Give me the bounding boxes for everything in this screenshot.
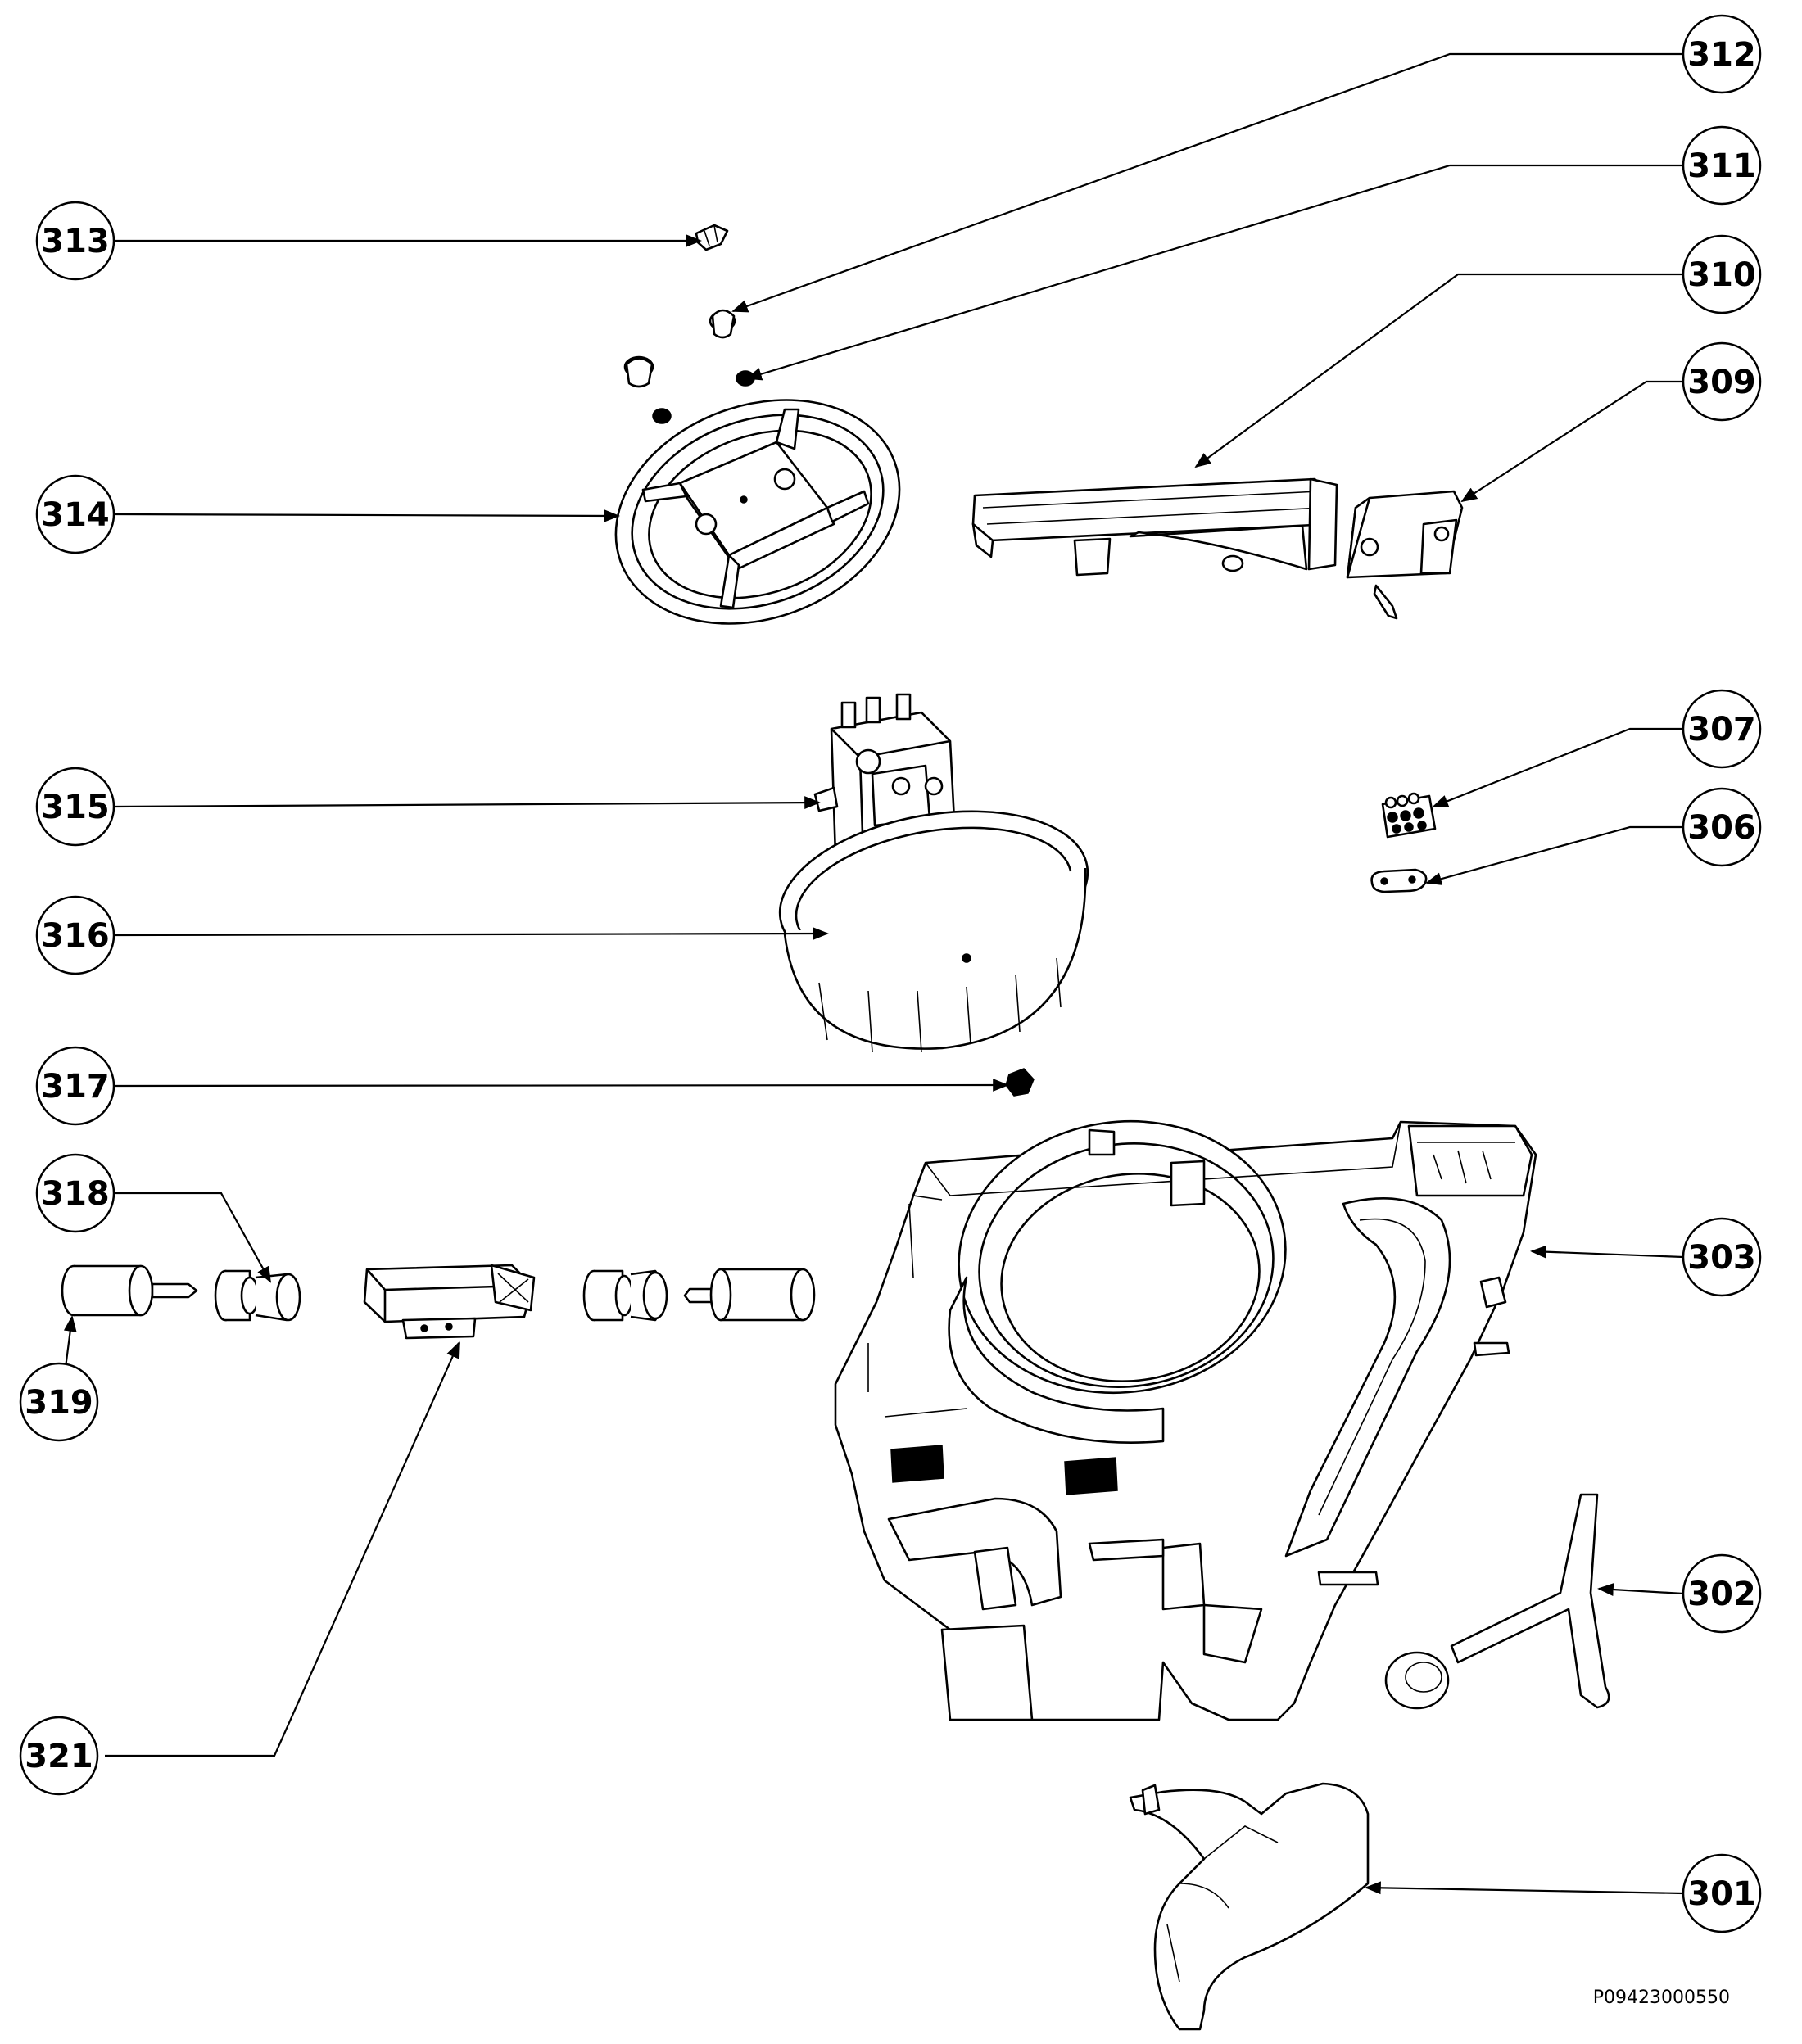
callout-302: 302	[1682, 1553, 1762, 1634]
callout-312: 312	[1682, 14, 1762, 94]
part-318-bushing-left	[214, 1269, 301, 1322]
part-pin-right	[683, 1268, 816, 1322]
svg-text:312: 312	[1687, 36, 1756, 74]
callout-313: 313	[35, 201, 115, 281]
callout-311: 311	[1682, 125, 1762, 206]
svg-text:309: 309	[1687, 364, 1756, 401]
callout-310: 310	[1682, 234, 1762, 314]
part-307-terminal-block	[1381, 792, 1437, 839]
callout-307: 307	[1682, 689, 1762, 769]
svg-text:318: 318	[41, 1175, 110, 1213]
svg-text:315: 315	[41, 789, 110, 826]
callout-316: 316	[35, 895, 115, 975]
callout-303: 303	[1682, 1217, 1762, 1297]
callout-321: 321	[19, 1716, 99, 1796]
svg-text:306: 306	[1687, 809, 1756, 847]
svg-text:313: 313	[41, 223, 110, 260]
part-313-clip	[695, 224, 729, 251]
svg-text:302: 302	[1687, 1576, 1756, 1613]
callout-306: 306	[1682, 787, 1762, 867]
svg-text:310: 310	[1687, 256, 1756, 294]
part-309-housing	[1346, 490, 1464, 620]
document-number: P09423000550	[1593, 1987, 1730, 2008]
part-314-ring-frame	[614, 399, 901, 625]
svg-text:301: 301	[1687, 1875, 1756, 1913]
part-303-main-housing	[834, 1119, 1537, 1721]
part-321-holder	[363, 1264, 536, 1340]
leader-lines	[63, 52, 1684, 1895]
part-316-band	[778, 810, 1089, 1053]
svg-text:319: 319	[25, 1384, 93, 1422]
svg-text:317: 317	[41, 1068, 110, 1106]
part-bushing-right	[582, 1269, 668, 1322]
callout-309: 309	[1682, 341, 1762, 422]
callout-314: 314	[35, 474, 115, 554]
callout-318: 318	[35, 1153, 115, 1233]
part-319-pin-left	[61, 1264, 198, 1317]
svg-text:307: 307	[1687, 711, 1756, 748]
callout-319: 319	[19, 1362, 99, 1442]
svg-text:314: 314	[41, 496, 110, 534]
part-312-cap	[709, 309, 736, 339]
part-small-cap-left	[623, 355, 654, 388]
callout-301: 301	[1682, 1853, 1762, 1933]
svg-text:316: 316	[41, 917, 110, 955]
callout-315: 315	[35, 766, 115, 847]
part-301-cover	[1129, 1782, 1370, 2031]
part-310-bracket	[971, 477, 1338, 577]
svg-text:311: 311	[1687, 147, 1756, 185]
svg-text:321: 321	[25, 1738, 93, 1775]
part-306-plate	[1370, 868, 1428, 893]
part-302-lever	[1384, 1493, 1610, 1710]
svg-text:303: 303	[1687, 1239, 1756, 1277]
callout-317: 317	[35, 1046, 115, 1126]
part-317-nut	[1005, 1068, 1035, 1097]
